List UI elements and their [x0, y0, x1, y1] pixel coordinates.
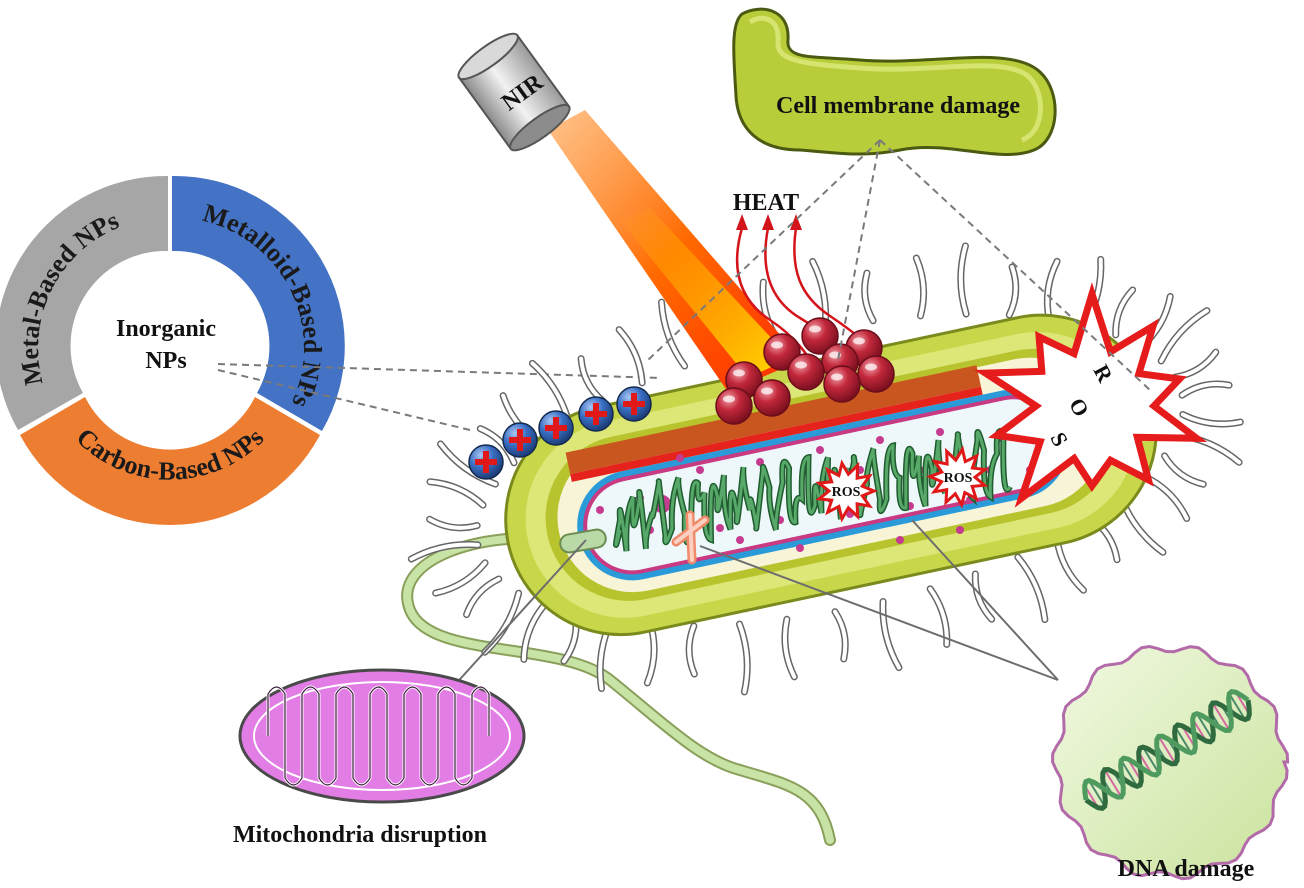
mitochondria	[238, 668, 526, 804]
ring-center-label-2: NPs	[145, 348, 186, 374]
ros-small-1: ROS	[815, 459, 878, 523]
dna-damage-callout	[699, 519, 1290, 881]
ring-segment-carbon	[20, 397, 320, 525]
ring-segment-metal	[0, 175, 168, 430]
nir-laser-beam	[548, 110, 802, 392]
ros-burst: R O S	[974, 282, 1208, 508]
ros-small-2: ROS	[926, 445, 989, 509]
ring-center-label-1: Inorganic	[116, 316, 216, 342]
mitochondria-callout	[238, 539, 587, 804]
svg-text:ROS: ROS	[832, 485, 861, 500]
heat-label: HEAT	[733, 190, 799, 216]
ring-connectors	[217, 363, 661, 431]
dna-damage-marker	[671, 510, 710, 565]
nanoparticle-cluster	[715, 317, 895, 425]
mitochondria-inner	[559, 528, 607, 554]
dna-helix-icon	[1082, 688, 1252, 812]
dna-damage-label: DNA damage	[1118, 856, 1255, 882]
svg-text:ROS: ROS	[944, 471, 973, 486]
nir-device	[457, 32, 571, 152]
ring-segment-metalloid	[172, 175, 345, 431]
heat-arrowheads	[736, 214, 802, 230]
inorganic-nps-ring: Metal-Based NPs Metalloid-Based NPs Carb…	[0, 175, 345, 525]
positive-nanoparticles	[468, 386, 652, 480]
cell-membrane-damage-callout: Cell membrane damage	[732, 7, 1057, 156]
mitochondria-disruption-label: Mitochondria disruption	[233, 822, 487, 848]
cell-membrane-damage-label: Cell membrane damage	[776, 93, 1020, 119]
membrane-connectors	[647, 139, 1151, 391]
